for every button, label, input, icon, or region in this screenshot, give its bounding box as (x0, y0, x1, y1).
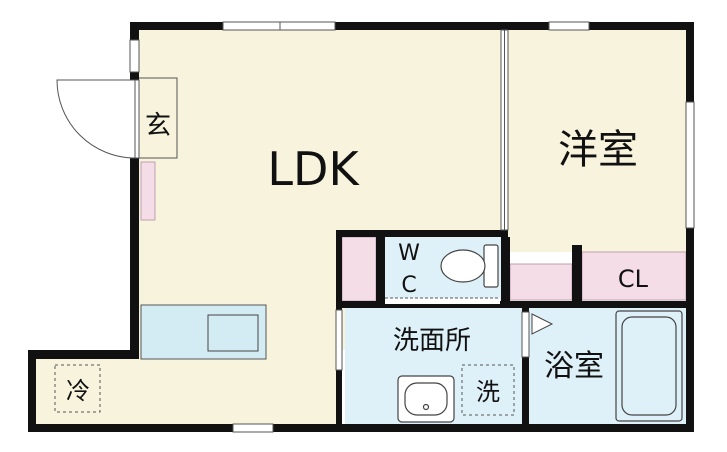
room-label-wc-w: W (398, 241, 420, 266)
storage-left-pink (140, 161, 156, 221)
storage-bedroom-lower (509, 263, 573, 301)
bathroom-door (521, 311, 530, 358)
entrance-area (136, 77, 178, 159)
fridge-space (54, 364, 101, 413)
room-label-entrance: 玄 (145, 111, 171, 141)
room-label-bedroom: 洋室 (558, 127, 638, 173)
room-label-closet: CL (618, 265, 649, 293)
washbasin (397, 375, 455, 423)
windows (129, 21, 695, 433)
toilet-fixture (440, 244, 499, 288)
sliding-door (500, 29, 509, 231)
room-label-washroom: 洗面所 (393, 326, 471, 356)
washer-label: 洗 (476, 378, 500, 406)
washroom-door (335, 309, 343, 371)
room-label-bathroom: 浴室 (544, 349, 604, 384)
entrance-door (56, 79, 140, 159)
kitchen-sink (207, 314, 259, 352)
fridge-label: 冷 (66, 377, 90, 405)
bathtub (615, 310, 683, 422)
washer-space (461, 364, 515, 416)
bathroom-step-arrow (531, 313, 554, 335)
bedroom-floor (508, 30, 686, 252)
room-label-ldk: LDK (267, 142, 360, 196)
storage-wc-left (341, 236, 377, 302)
closet (581, 251, 687, 301)
room-label-wc-c: C (401, 273, 416, 298)
